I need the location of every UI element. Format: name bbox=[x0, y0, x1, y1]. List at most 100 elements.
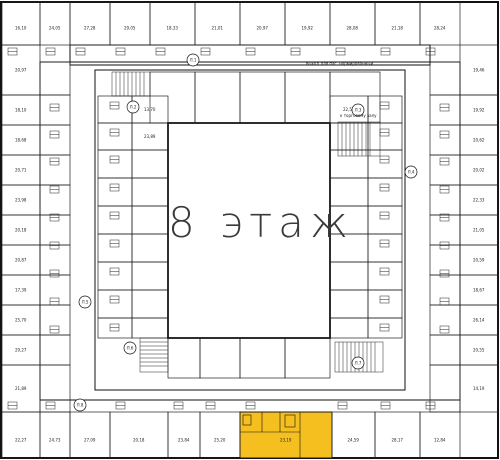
inner-west-room bbox=[131, 233, 169, 263]
room-area-label: 24,59 bbox=[348, 438, 360, 443]
inner-east-room bbox=[367, 177, 403, 207]
room-area-label: 23,19 bbox=[280, 438, 292, 443]
ring-east-room bbox=[429, 154, 461, 186]
ring-east-room bbox=[429, 94, 461, 126]
bottom-room bbox=[109, 411, 169, 459]
callout-circle bbox=[73, 398, 87, 412]
top-room bbox=[329, 1, 376, 46]
room-area-label: 21,89 bbox=[15, 386, 27, 391]
callout-label: Л.6 bbox=[127, 346, 134, 351]
ring-east-room bbox=[429, 61, 461, 96]
room-area-label: 20,59 bbox=[473, 258, 485, 263]
room-area-label: 20,97 bbox=[257, 26, 269, 31]
inner-west-room bbox=[131, 261, 169, 291]
room-area-label: 20,71 bbox=[15, 168, 27, 173]
inner-north-room bbox=[194, 71, 241, 124]
room-area-label: 23,98 bbox=[15, 198, 27, 203]
callout-circle bbox=[123, 341, 137, 355]
ring-west-room bbox=[39, 364, 71, 413]
inner-south-room bbox=[284, 337, 331, 379]
room-area-label: 21,05 bbox=[473, 228, 485, 233]
room-area-label: 23,84 bbox=[178, 438, 190, 443]
inner-west-room bbox=[97, 205, 133, 235]
room-area-label: 19,92 bbox=[302, 26, 314, 31]
room-area-label: 29,27 bbox=[15, 348, 27, 353]
inner-west-room bbox=[97, 233, 133, 263]
callout-circle bbox=[351, 103, 365, 117]
room-area-label: 21,18 bbox=[392, 26, 404, 31]
ring-west-room bbox=[39, 334, 71, 366]
room-area-label: 17,39 bbox=[15, 288, 27, 293]
room-area-label: 28,17 bbox=[392, 438, 404, 443]
inner-west-room bbox=[131, 177, 169, 207]
inner-east-room bbox=[367, 95, 403, 124]
floor-title: 8 этаж bbox=[168, 198, 355, 247]
room-area-label: 20,97 bbox=[15, 68, 27, 73]
ring-east-room bbox=[429, 334, 461, 366]
top-room bbox=[39, 1, 71, 46]
bottom-room bbox=[199, 411, 241, 459]
inner-east-room bbox=[367, 233, 403, 263]
room-area-label: 20,55 bbox=[473, 348, 485, 353]
room-area-label: 28,24 bbox=[434, 26, 446, 31]
bottom-room bbox=[374, 411, 421, 459]
inner-east-room bbox=[367, 205, 403, 235]
callout-circle bbox=[78, 295, 92, 309]
ring-west-room bbox=[39, 304, 71, 336]
room-area-label: 13,70 bbox=[144, 107, 156, 112]
top-room bbox=[374, 1, 421, 46]
room-area-label: 27,28 bbox=[84, 26, 96, 31]
inner-north-room bbox=[149, 71, 196, 124]
inner-west-room bbox=[97, 122, 133, 151]
inner-east-room bbox=[329, 317, 369, 339]
bottom-room bbox=[69, 411, 111, 459]
ring-east-room bbox=[429, 124, 461, 156]
room-area-label: 12,84 bbox=[434, 438, 446, 443]
room-area-label: 21,01 bbox=[212, 26, 224, 31]
ring-east-room bbox=[429, 364, 461, 413]
inner-east-room bbox=[367, 317, 403, 339]
callout-circle bbox=[404, 165, 418, 179]
ring-west-room bbox=[39, 274, 71, 306]
inner-east-room bbox=[329, 122, 369, 151]
inner-east-room bbox=[329, 289, 369, 319]
room-area-label: 20,62 bbox=[473, 138, 485, 143]
callout-circle bbox=[351, 356, 365, 370]
room-area-label: 19,46 bbox=[473, 68, 485, 73]
inner-west-room bbox=[97, 289, 133, 319]
room-area-label: 20,18 bbox=[15, 228, 27, 233]
fixtures bbox=[7, 47, 450, 410]
room-area-label: 20,02 bbox=[473, 168, 485, 173]
inner-south-room bbox=[239, 337, 286, 379]
top-room bbox=[194, 1, 241, 46]
room-area-label: 19,92 bbox=[473, 108, 485, 113]
room-area-label: 18,33 bbox=[167, 26, 179, 31]
staircase-east bbox=[337, 121, 381, 157]
inner-west-room bbox=[97, 317, 133, 339]
courtyard bbox=[167, 122, 331, 339]
top-room bbox=[239, 1, 286, 46]
room-area-label: 18,10 bbox=[15, 108, 27, 113]
room-area-label: 14,19 bbox=[473, 386, 485, 391]
highlighted-apartment[interactable] bbox=[239, 411, 333, 459]
room-area-label: 27,09 bbox=[84, 438, 96, 443]
callouts: Л.1Л.2Л.3Л.4Л.5Л.6Л.7Л.8 bbox=[73, 53, 418, 412]
top-room bbox=[419, 1, 461, 46]
top-room bbox=[69, 1, 111, 46]
inner-north-room bbox=[239, 71, 286, 124]
ring-west-room bbox=[39, 244, 71, 276]
room-area-label: 18,67 bbox=[473, 288, 485, 293]
inner-west-room bbox=[131, 149, 169, 179]
inner-west-room bbox=[97, 261, 133, 291]
bottom-room bbox=[419, 411, 461, 459]
room-area-label: 23,89 bbox=[144, 134, 156, 139]
inner-west-room bbox=[97, 177, 133, 207]
ring-east-room bbox=[429, 244, 461, 276]
top-room bbox=[1, 1, 41, 46]
room-area-label: 18,68 bbox=[15, 138, 27, 143]
callout-label: Л.4 bbox=[408, 170, 415, 175]
room-labels: 20,97 19,46 18,10 19,92 18,68 20,62 20,71 20,02… bbox=[15, 26, 485, 443]
room-area-label: 29,05 bbox=[124, 26, 136, 31]
note-right: к торговому залу bbox=[340, 113, 377, 118]
